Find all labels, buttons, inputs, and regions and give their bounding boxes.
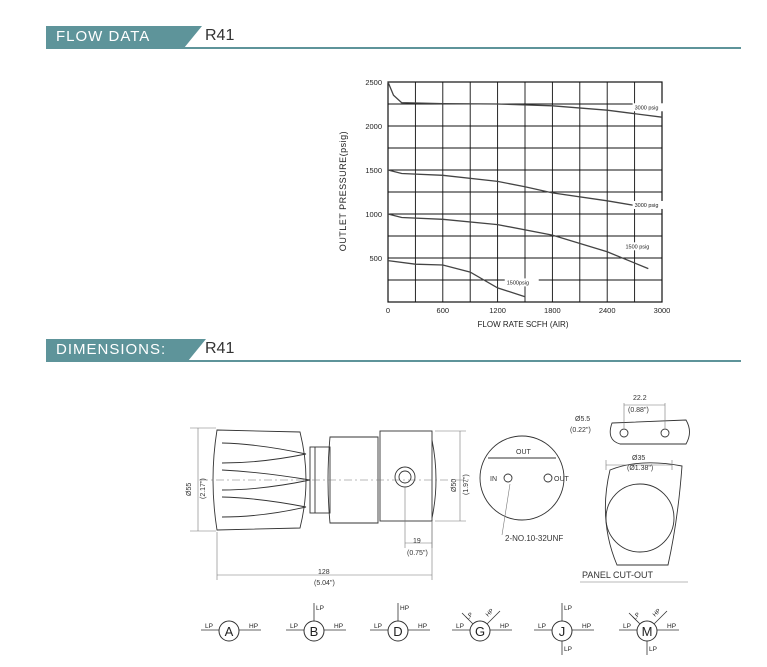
dim-19-in: (0.75") [407, 550, 428, 557]
series-line [387, 81, 663, 118]
flow-data-label: FLOW DATA [56, 28, 151, 45]
panel-cut-out-label: PANEL CUT-OUT [582, 570, 654, 580]
front-view [479, 435, 565, 521]
y-tick-label: 500 [369, 254, 382, 263]
series-label-bg [504, 278, 539, 287]
port-hp-label: HP [667, 623, 676, 630]
series-label: 3000 psig [635, 105, 659, 111]
chart-ticks: 0 600 1200 1800 2400 3000 500 1000 1500 2000 2500 [365, 78, 670, 315]
dim-35: Ø35 [632, 455, 645, 462]
chart-ylabel: OUTLET PRESSURE(psig) [338, 131, 348, 251]
knob-flute-bottom [221, 496, 307, 518]
port-circle [469, 620, 491, 642]
y-tick-label: 1000 [365, 210, 382, 219]
flow-data-rule [46, 47, 741, 49]
port-letter: A [225, 624, 234, 639]
dim-hole: Ø5.5 [575, 416, 590, 423]
body [379, 430, 433, 522]
port-lp-label: LP [623, 623, 631, 630]
front-out-right-label: OUT [554, 476, 570, 483]
series-label-bg [632, 103, 667, 112]
x-tick-label: 1200 [489, 306, 506, 315]
dim-22-in: (0.88") [628, 407, 649, 414]
series-label: 1500 psig [625, 244, 649, 250]
port-letter: D [393, 624, 402, 639]
port-up-label: HP [400, 605, 409, 612]
port-hp-label: HP [582, 623, 591, 630]
port-lp-label: LP [205, 623, 213, 630]
port-lp-label: LP [290, 623, 298, 630]
port-diag-left-label: LP [632, 612, 641, 621]
port-diag-right-line [653, 610, 668, 625]
flow-data-tab: FLOW DATA [46, 26, 202, 48]
port-diag-left-label: LP [465, 612, 474, 621]
port-diag-right-line [486, 610, 501, 625]
dim-35-in: (Ø1.38") [627, 465, 653, 472]
dim-hole-in: (0.22") [570, 427, 591, 434]
panel-cut-out [604, 462, 683, 566]
y-tick-label: 1500 [365, 166, 382, 175]
dim-19: 19 [413, 538, 421, 545]
dimensions-rule [46, 360, 741, 362]
series-label-bg [632, 200, 667, 209]
x-tick-label: 600 [437, 306, 450, 315]
port-diag-right-label: HP [652, 608, 662, 618]
bonnet [327, 436, 379, 524]
port-diag-left-line [628, 612, 641, 625]
series-line [387, 259, 526, 298]
port-diag-left-line [461, 612, 474, 625]
port-circle [218, 620, 240, 642]
x-tick-label: 1800 [544, 306, 561, 315]
x-tick-label: 0 [386, 306, 390, 315]
knob [212, 429, 307, 531]
chart-series-labels: 3000 psig 3000 psig 1500 psig 1500psig [504, 103, 667, 287]
front-in-label: IN [490, 476, 497, 483]
dimensions-tab: DIMENSIONS: [46, 339, 206, 361]
port-up-label: LP [564, 605, 572, 612]
x-tick-label: 2400 [599, 306, 616, 315]
port-down-label: LP [649, 646, 657, 653]
port-lp-label: LP [374, 623, 382, 630]
x-tick-label: 3000 [654, 306, 671, 315]
panel-plate [609, 419, 690, 445]
port-hp-label: HP [500, 623, 509, 630]
series-line [387, 213, 649, 270]
dim-55-in: (2.17") [200, 478, 207, 499]
port-hp-label: HP [249, 623, 258, 630]
port-diag-right-label: HP [485, 608, 495, 618]
port-lp-label: LP [538, 623, 546, 630]
dim-22: 22.2 [633, 395, 647, 402]
port-letter: M [642, 624, 653, 639]
dimensions-model: R41 [205, 340, 235, 357]
series-line [387, 169, 649, 209]
port-up-label: LP [316, 605, 324, 612]
dim-128-in: (5.04") [314, 580, 335, 587]
thread-label: 2-NO.10-32UNF [505, 534, 563, 543]
dim-50-in: (1.97") [463, 474, 470, 495]
knob-flute-top [221, 442, 307, 464]
port-down-label: LP [564, 646, 572, 653]
flow-data-model: R41 [205, 27, 235, 44]
port-letter: G [475, 624, 485, 639]
dim-50: Ø50 [451, 479, 458, 492]
y-tick-label: 2500 [365, 78, 382, 87]
port-lp-label: LP [456, 623, 464, 630]
series-label: 1500psig [507, 280, 529, 286]
dim-55: Ø55 [186, 483, 193, 496]
port-hp-label: HP [418, 623, 427, 630]
dim-128: 128 [318, 569, 330, 576]
series-label: 3000 psig [635, 203, 659, 209]
y-tick-label: 2000 [365, 122, 382, 131]
series-label-bg [623, 242, 658, 251]
dimensions-label: DIMENSIONS: [56, 341, 167, 358]
chart-lines [387, 81, 663, 298]
front-out-label: OUT [516, 449, 532, 456]
port-letter: B [310, 624, 319, 639]
chart-xlabel: FLOW RATE SCFH (AIR) [478, 320, 569, 329]
port-hp-label: HP [334, 623, 343, 630]
port-letter: J [559, 624, 566, 639]
